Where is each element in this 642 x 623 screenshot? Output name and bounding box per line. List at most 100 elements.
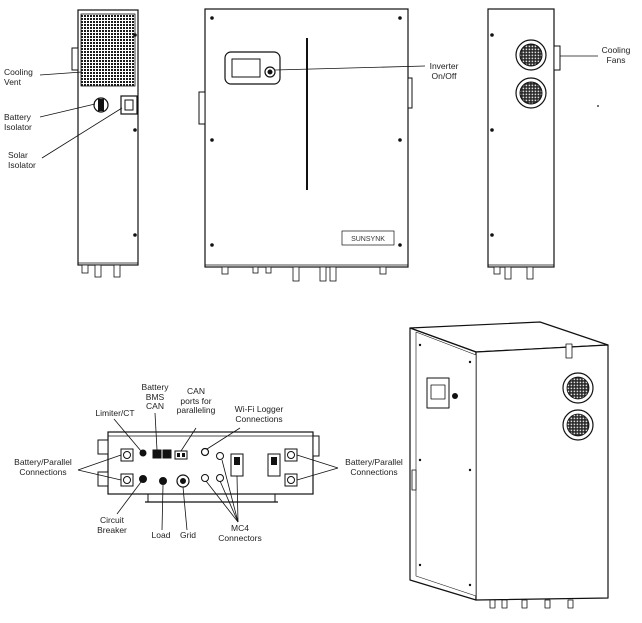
label-line: Battery: [141, 382, 169, 392]
can-parallel-port: [174, 450, 188, 460]
left-side-bracket: [71, 47, 79, 71]
label-inverter-onoff: Inverter On/Off: [423, 61, 465, 81]
bms-can-port: [162, 449, 172, 459]
label-line: Connections: [235, 413, 283, 424]
screw: [490, 33, 494, 37]
iso-gland: [521, 599, 528, 609]
screw: [468, 583, 472, 587]
label-can-ports: CAN ports for paralleling: [172, 386, 220, 416]
iso-front-panel: [415, 331, 477, 597]
battery-terminal-bolt: [287, 476, 295, 484]
brand-badge: [341, 230, 395, 246]
label-line: Battery/Parallel: [345, 457, 403, 467]
screw: [490, 128, 494, 132]
screw: [490, 233, 494, 237]
leader-limiter: [113, 418, 142, 452]
label-line: CAN: [187, 386, 205, 396]
label-cooling-vent: Cooling Vent: [4, 67, 33, 87]
screw: [468, 360, 472, 364]
leader-battery-left-2: [77, 469, 122, 481]
label-line: On/Off: [431, 70, 457, 81]
label-line: Load: [151, 530, 171, 540]
label-line: Isolator: [4, 121, 32, 132]
grid-port-center: [180, 478, 186, 484]
label-line: Grid: [179, 530, 197, 540]
screw: [210, 138, 214, 142]
screw: [418, 343, 422, 347]
bottom-view-leaders: [77, 412, 339, 531]
limiter-ct-port: [139, 449, 147, 457]
label-line: MC4: [231, 523, 249, 533]
battery-terminal-bolt: [123, 451, 131, 459]
bottom-left-lug: [97, 471, 109, 487]
battery-terminal-bolt: [123, 476, 131, 484]
wifi-logger-port: [200, 447, 210, 457]
screw: [210, 243, 214, 247]
screw: [398, 243, 402, 247]
leader-cooling-vent: [39, 71, 83, 76]
iso-fan-grill-2: [566, 413, 590, 437]
iso-power-button: [452, 393, 458, 399]
left-view-leaders: [39, 71, 123, 159]
brand-logo: SUNSYNK: [351, 236, 385, 243]
fan-grill-2: [519, 81, 543, 105]
leader-mc4-3: [221, 459, 239, 523]
right-side-bracket: [553, 45, 561, 71]
dc-switch-toggle: [234, 457, 240, 465]
leader-grid: [182, 486, 188, 531]
label-line: Battery: [4, 112, 31, 122]
left-side-gland-1: [94, 264, 102, 278]
front-view: SUNSYNK: [198, 8, 413, 282]
screw: [398, 16, 402, 20]
iso-fan-grill-1: [566, 376, 590, 400]
label-grid: Grid: [174, 530, 202, 541]
right-side-gland: [504, 266, 512, 280]
bottom-right-lug: [312, 435, 320, 457]
leader-circuit-breaker: [116, 481, 142, 515]
label-line: paralleling: [176, 405, 216, 415]
leader-solar-isolator: [41, 107, 123, 159]
leader-load: [161, 484, 164, 531]
leader-bms-can: [154, 412, 158, 451]
label-line: Battery/Parallel: [14, 457, 72, 467]
leader-battery-right-1: [296, 454, 339, 469]
leader-battery-isolator: [39, 103, 96, 118]
bms-can-port: [152, 449, 162, 459]
label-line: Limiter/CT: [95, 408, 135, 418]
screw: [210, 16, 214, 20]
label-line: Inverter: [429, 61, 459, 71]
dc-switch-toggle: [271, 457, 277, 465]
front-left-bracket: [198, 91, 206, 125]
cooling-vent-mesh: [80, 13, 136, 87]
iso-bracket: [565, 343, 573, 359]
label-line: Isolator: [8, 159, 36, 170]
iso-gland: [501, 599, 508, 609]
iso-display-screen: [430, 384, 446, 400]
right-side-foot: [493, 266, 501, 275]
screw: [468, 468, 472, 472]
iso-gland: [489, 599, 496, 609]
front-foot: [221, 266, 229, 275]
front-foot: [265, 266, 272, 274]
label-line: Connections: [350, 466, 398, 477]
front-gland: [292, 266, 300, 282]
label-battery-bms-can: Battery BMS CAN: [137, 382, 173, 412]
label-battery-parallel-left: Battery/Parallel Connections: [6, 457, 80, 477]
bottom-view: [97, 431, 320, 503]
label-line: Cooling: [4, 67, 33, 77]
label-load: Load: [146, 530, 176, 541]
mc4-connector: [201, 474, 209, 482]
label-line: Circuit: [99, 515, 125, 525]
label-line: Fans: [606, 54, 626, 65]
battery-isolator-handle: [98, 99, 104, 111]
dot: [597, 105, 599, 107]
power-button-center: [267, 69, 273, 75]
left-side-foot-1: [81, 264, 89, 274]
label-mc4: MC4 Connectors: [215, 523, 265, 543]
label-line: ports for: [180, 395, 212, 406]
right-side-view: [487, 8, 599, 280]
iso-gland: [567, 599, 574, 609]
iso-gland: [544, 599, 551, 609]
front-gland: [319, 266, 327, 282]
screw: [418, 458, 422, 462]
